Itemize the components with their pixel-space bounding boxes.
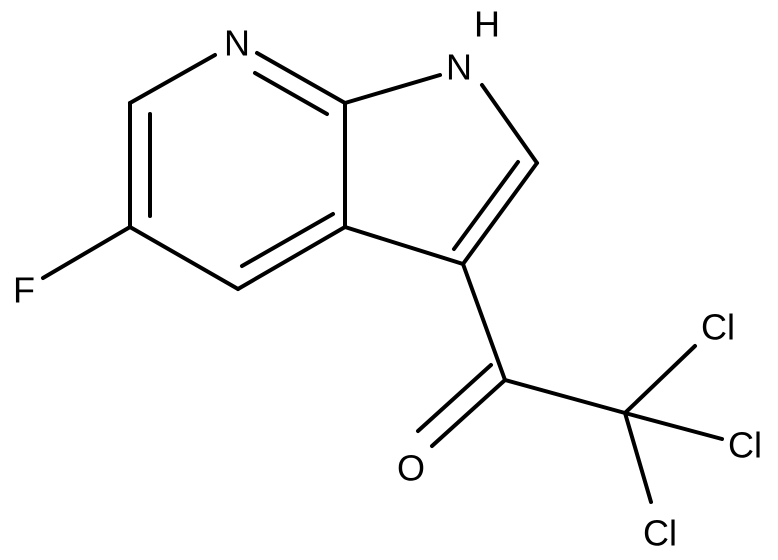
bond-c3-carbonyl [461,262,507,382]
atom-chlorine-2: Cl [728,425,762,466]
atom-chlorine-3: Cl [643,513,677,554]
bonds [41,51,724,504]
bond-c4-c3a-inner [240,212,335,268]
bond-c2-c3-inner [452,160,520,251]
bond-c5-f [41,225,132,280]
bond-carbonyl-o [430,378,507,448]
bond-ccl3-cl3 [623,411,653,504]
bond-c5-c4 [128,225,240,291]
atom-n-pyrrole: N [446,47,472,88]
atom-n-pyridine: N [224,23,250,64]
bond-c4-c3a [236,225,347,291]
atom-chlorine-1: Cl [701,307,735,348]
atom-labels: N N H F O Cl Cl Cl [13,4,762,554]
bond-ccl3-cl2 [623,411,724,441]
bond-c7a-n7-inner [253,71,329,116]
bond-carbonyl-ccl3 [503,378,627,415]
bond-c2-c3 [461,161,539,266]
bond-carbonyl-o-second [416,363,493,433]
atom-fluorine: F [13,270,35,311]
bond-c3-c3a [343,225,465,266]
atom-oxygen: O [397,448,425,489]
bond-ccl3-cl1 [623,344,697,415]
bond-c7a-n7 [255,51,347,105]
bond-c7a-n1 [343,73,442,105]
bond-n7-c6 [128,53,217,105]
atom-h-pyrrole: H [474,4,500,45]
bond-n1-c2 [480,83,539,165]
